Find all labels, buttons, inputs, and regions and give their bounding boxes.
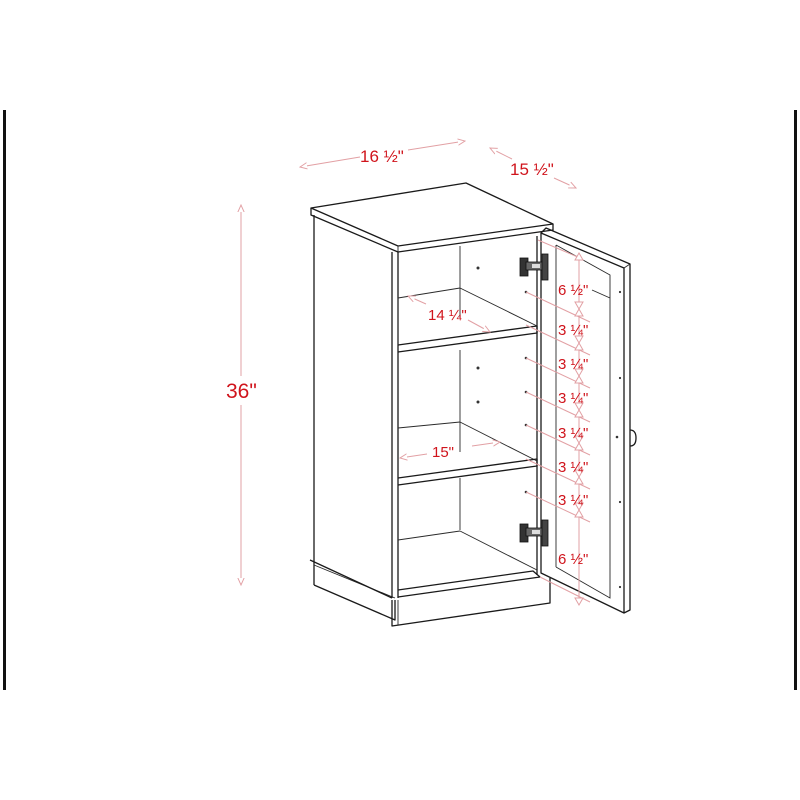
dimension-labels: 16 ½" 15 ½" 36" 14 ¼" 15" 6 ½" 3 ¼" 3 ¼"… xyxy=(226,147,588,568)
cabinet-base xyxy=(309,559,551,627)
shelf-depth-label: 14 ¼" xyxy=(428,307,467,324)
hinge-lower-icon xyxy=(519,519,549,547)
door-top-gap-label: 6 ½" xyxy=(558,282,588,299)
cabinet-body xyxy=(309,182,554,627)
depth-label: 15 ½" xyxy=(510,160,554,179)
hinge-upper-icon xyxy=(519,253,549,281)
door-bottom-gap-label: 6 ½" xyxy=(558,551,588,568)
height-label: 36" xyxy=(226,380,257,403)
shelf-width-label: 15" xyxy=(432,444,454,461)
dimension-lines xyxy=(241,141,591,607)
shelf-lower xyxy=(397,421,538,486)
door-knob-icon xyxy=(629,429,637,447)
interior-back xyxy=(459,236,538,575)
cabinet-bottom xyxy=(397,530,541,598)
shelf-pin-holes xyxy=(476,266,528,494)
shelf-spacing-label-5: 3 ¼" xyxy=(558,459,588,476)
frame-border-left xyxy=(3,110,6,690)
frame-border-right xyxy=(794,110,797,690)
shelf-spacing-label-4: 3 ¼" xyxy=(558,425,588,442)
shelf-spacing-label-2: 3 ¼" xyxy=(558,356,588,373)
shelf-spacing-label-3: 3 ¼" xyxy=(558,390,588,407)
cabinet-top xyxy=(310,182,554,253)
width-label: 16 ½" xyxy=(360,147,404,166)
shelf-spacing-label-1: 3 ¼" xyxy=(558,322,588,339)
cabinet-door xyxy=(540,227,637,614)
shelf-spacing-label-6: 3 ¼" xyxy=(558,492,588,509)
door-screw-holes xyxy=(615,290,622,589)
shelf-upper xyxy=(397,287,538,353)
left-side-panel xyxy=(313,215,399,599)
